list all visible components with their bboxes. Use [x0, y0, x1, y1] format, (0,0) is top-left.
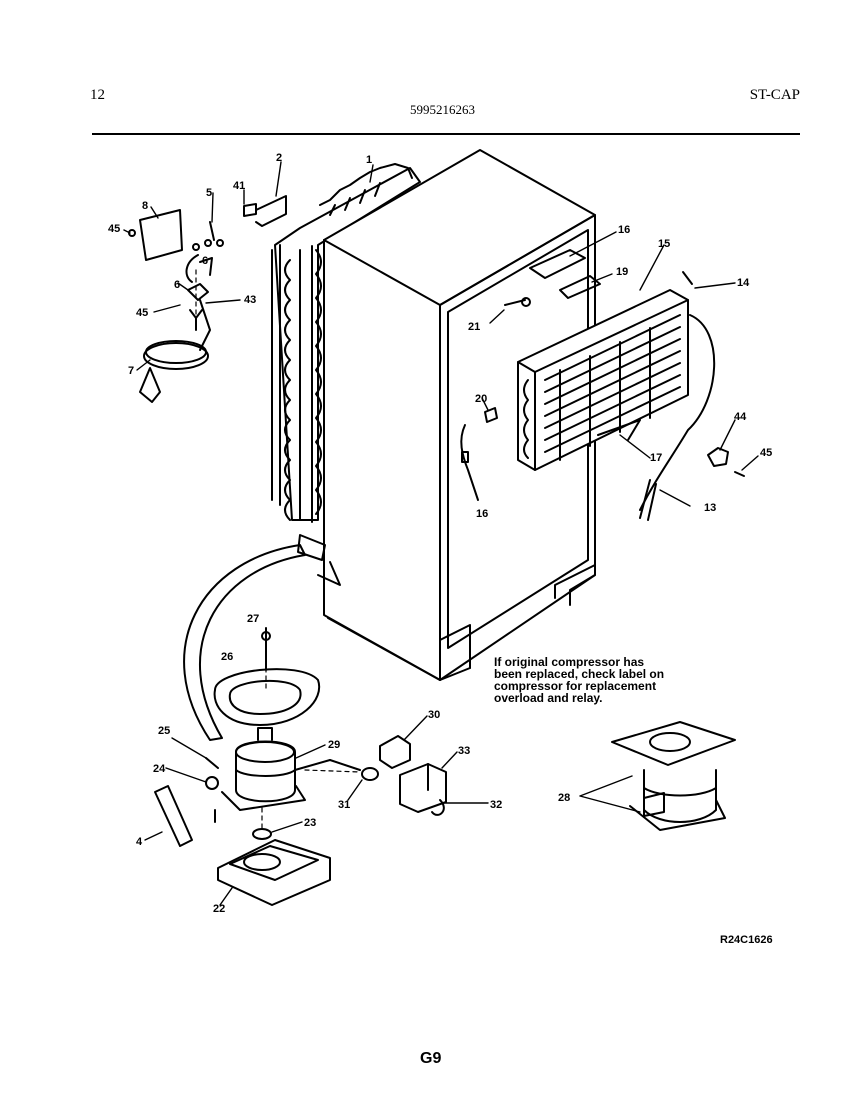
- compressor-mount-parts: [154, 757, 331, 906]
- note-line: If original compressor has: [494, 655, 645, 669]
- assembly-guide-lines: [195, 269, 361, 829]
- leader-lines: [123, 161, 759, 906]
- wiring-harness-end: [639, 479, 657, 521]
- model-number: 5995216263: [410, 102, 475, 117]
- callout-label: 20: [475, 393, 487, 405]
- cabinet-small-parts: [460, 297, 531, 501]
- callout-labels: 1 2 41 8 45 5 6 6 45 43 7 16 15 19 14 21…: [108, 152, 772, 915]
- callout-label: 45: [108, 223, 120, 235]
- compressor: [221, 727, 331, 811]
- callout-label: 15: [658, 238, 670, 250]
- page-id: G9: [420, 1050, 442, 1067]
- callout-label: 31: [338, 799, 350, 811]
- reference-code: R24C1626: [720, 934, 773, 946]
- callout-label: 44: [734, 411, 747, 423]
- callout-label: 2: [276, 152, 282, 164]
- page-number: 12: [90, 87, 105, 103]
- callout-label: 6: [174, 279, 180, 291]
- callout-label: 21: [468, 321, 480, 333]
- callout-label: 16: [476, 508, 488, 520]
- header-rule: [92, 133, 800, 135]
- callout-label: 25: [158, 725, 170, 737]
- wiring-harness: [639, 314, 716, 511]
- callout-label: 28: [558, 792, 570, 804]
- drip-pan: [213, 627, 321, 726]
- note-line: compressor for replacement: [494, 679, 657, 693]
- callout-label: 41: [233, 180, 245, 192]
- callout-label: 33: [458, 745, 470, 757]
- callout-label: 45: [760, 447, 772, 459]
- note-line: overload and relay.: [494, 691, 603, 705]
- electrical-components: [329, 735, 447, 816]
- callout-label: 45: [136, 307, 148, 319]
- bracket-parts: [529, 249, 601, 299]
- callout-label: 29: [328, 739, 340, 751]
- connector-parts: [707, 447, 745, 477]
- callout-label: 14: [737, 277, 750, 289]
- drain-tube: [183, 534, 341, 741]
- replacement-note: If original compressor has been replaced…: [494, 656, 724, 704]
- callout-label: 19: [616, 266, 628, 278]
- top-left-parts: [128, 195, 287, 403]
- callout-label: 7: [128, 365, 134, 377]
- callout-label: 1: [366, 154, 372, 166]
- evaporator-assembly: [517, 271, 693, 471]
- callout-label: 26: [221, 651, 233, 663]
- callout-label: 22: [213, 903, 225, 915]
- callout-label: 8: [142, 200, 148, 212]
- callout-label: 16: [618, 224, 630, 236]
- callout-label: 24: [153, 763, 166, 775]
- condenser-coil: [271, 163, 421, 523]
- callout-label: 30: [428, 709, 440, 721]
- callout-label: 6: [202, 255, 208, 267]
- callout-label: 5: [206, 187, 212, 199]
- callout-label: 43: [244, 294, 256, 306]
- callout-label: 32: [490, 799, 502, 811]
- callout-label: 23: [304, 817, 316, 829]
- replacement-compressor: [611, 721, 736, 831]
- note-line: been replaced, check label on: [494, 667, 665, 681]
- callout-label: 4: [136, 836, 143, 848]
- callout-label: 17: [650, 452, 662, 464]
- callout-label: 13: [704, 502, 716, 514]
- variant-code: ST-CAP: [749, 87, 800, 103]
- callout-label: 27: [247, 613, 259, 625]
